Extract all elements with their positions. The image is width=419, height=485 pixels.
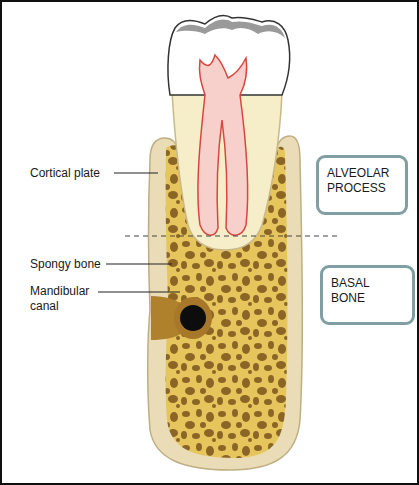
enamel-shade [176, 20, 285, 38]
leader-line [114, 172, 158, 173]
region-name: ALVEOLAR PROCESS [327, 166, 397, 196]
mandibular-canal [180, 305, 206, 331]
canal-wall [174, 297, 212, 339]
leader-line [98, 291, 180, 292]
region-box: BASAL BONE [320, 265, 415, 325]
region-box: ALVEOLAR PROCESS [316, 155, 408, 215]
leader-line [106, 263, 172, 264]
part-label: Spongy bone [30, 257, 106, 272]
tooth-pulp [198, 55, 248, 235]
part-label: Mandibular canal [30, 284, 100, 314]
boundary-line [125, 235, 340, 236]
region-name: BASAL BONE [331, 276, 404, 306]
part-label: Cortical plate [30, 166, 112, 181]
